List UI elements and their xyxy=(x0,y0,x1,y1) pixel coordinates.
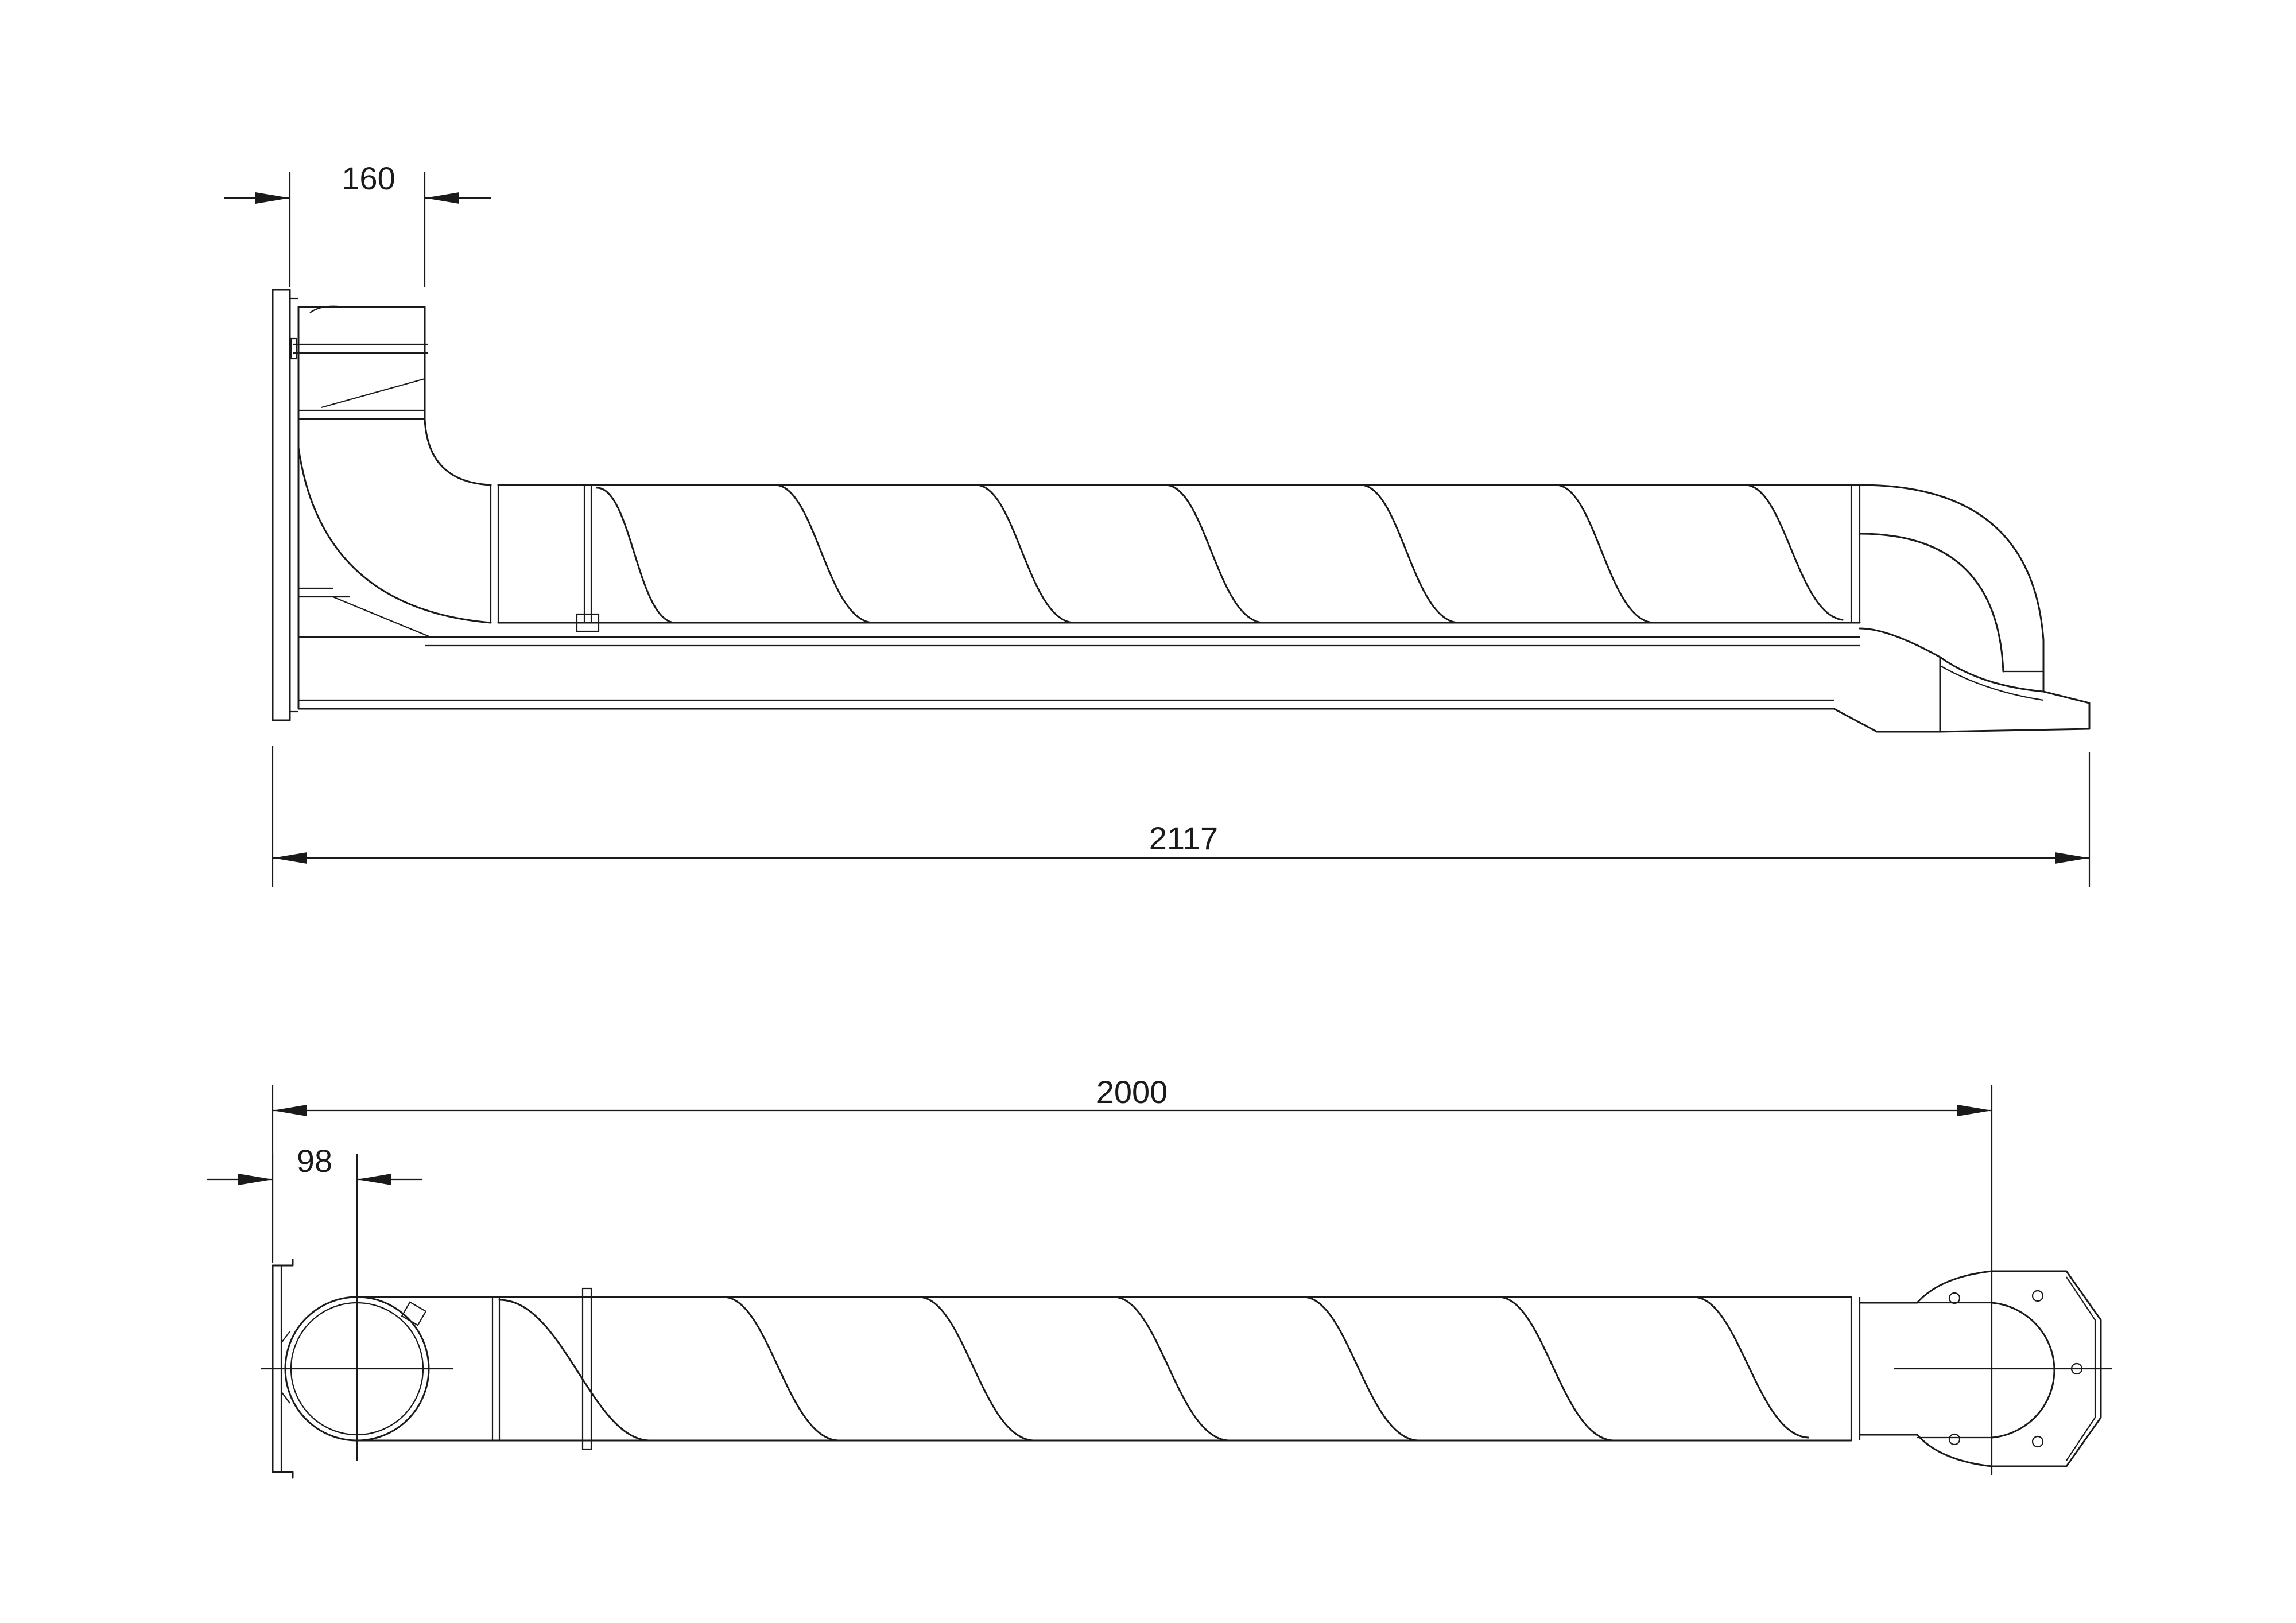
support-beam xyxy=(297,627,1941,733)
outlet-elbow xyxy=(1859,484,2091,733)
plan-view: 2000 98 xyxy=(207,1074,2112,1479)
dimension-98: 98 xyxy=(207,1143,422,1280)
upper-elbow xyxy=(297,418,499,638)
dimension-2000: 2000 xyxy=(272,1074,1993,1263)
bolt-hole xyxy=(1948,1433,1961,1446)
dimension-160: 160 xyxy=(224,160,491,287)
inlet-stub xyxy=(290,305,428,710)
bolt-hole xyxy=(1948,1292,1961,1304)
inlet-ring xyxy=(261,1280,453,1461)
bolt-hole xyxy=(2031,1435,2044,1448)
spiral-tube-side xyxy=(497,484,1861,632)
dim-label-2000: 2000 xyxy=(1096,1074,1168,1110)
bolt-hole xyxy=(2031,1290,2044,1302)
dim-label-98: 98 xyxy=(297,1143,332,1179)
mounting-plate xyxy=(272,289,291,721)
outlet-flange-plan xyxy=(1859,1263,2112,1475)
dimension-2117: 2117 xyxy=(272,746,2091,887)
dim-label-160: 160 xyxy=(342,160,395,196)
spiral-tube-plan xyxy=(356,1287,1861,1450)
dim-label-2117: 2117 xyxy=(1149,820,1218,856)
elevation-view: 160 2117 xyxy=(224,160,2091,887)
